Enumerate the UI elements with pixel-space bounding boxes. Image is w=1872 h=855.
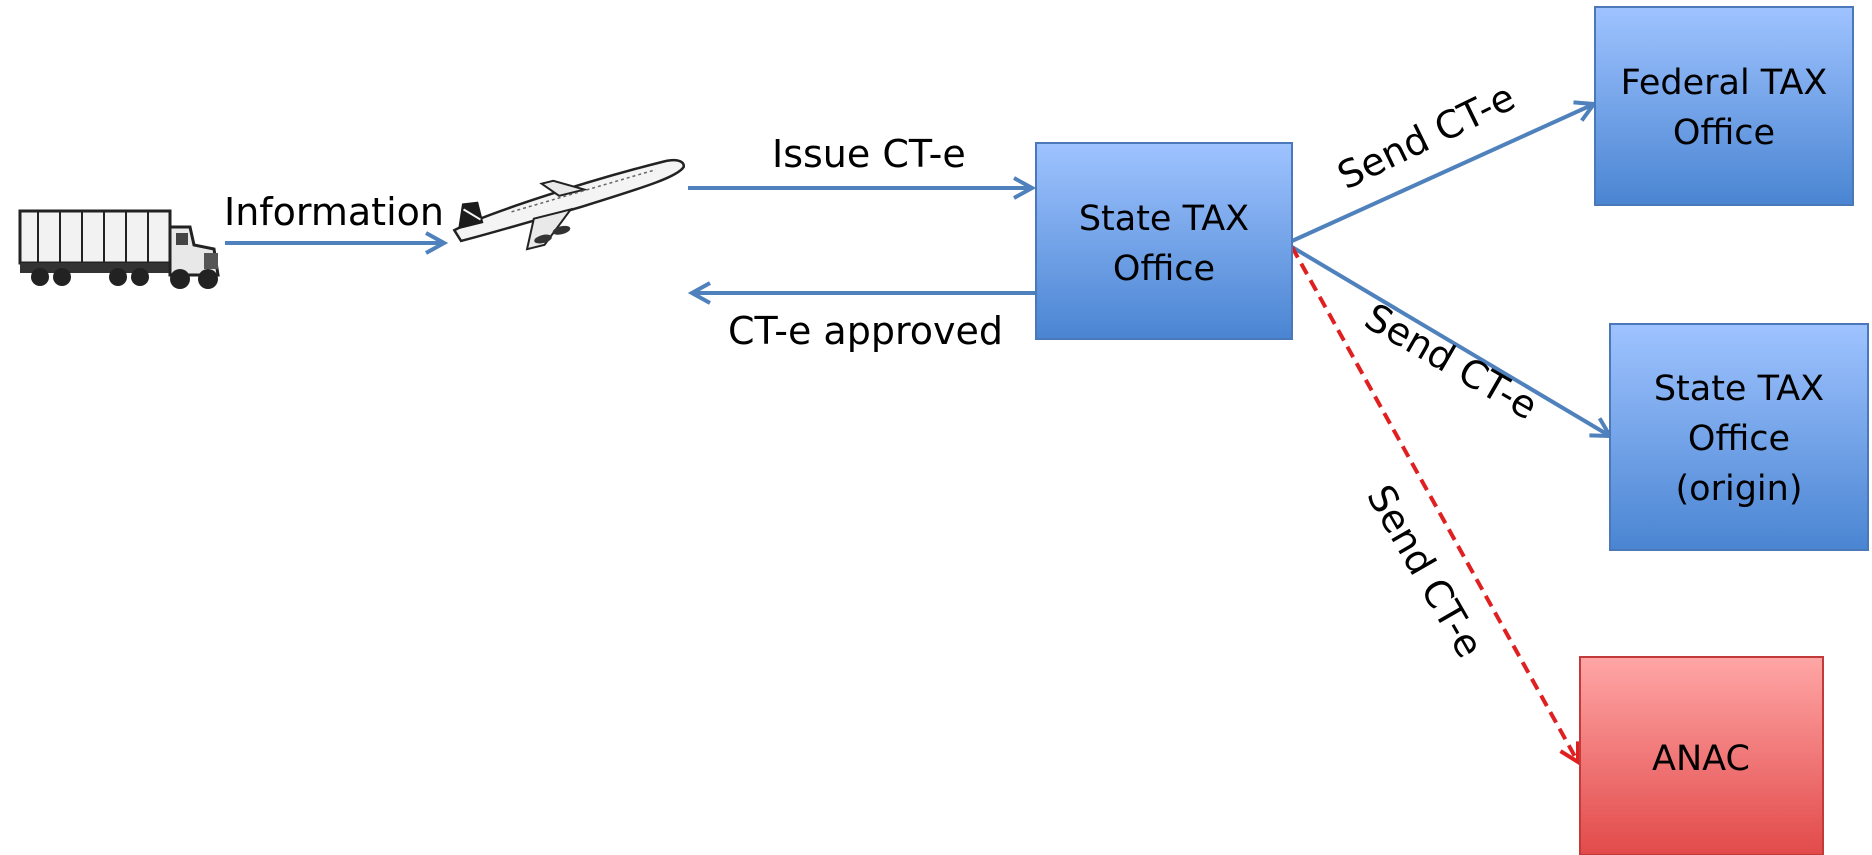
send-origin-arrow — [1290, 245, 1610, 436]
send-origin-label: Send CT-e — [1358, 295, 1546, 429]
information-label: Information — [224, 190, 444, 234]
send-anac-arrow — [1290, 246, 1578, 762]
state-tax-office-origin-line2: Office — [1688, 419, 1790, 459]
state-tax-office-origin-box: State TAX Office (origin) — [1609, 323, 1869, 551]
state-tax-office-line2: Office — [1113, 249, 1215, 289]
state-tax-office-origin-line1: State TAX — [1654, 369, 1824, 409]
issue-cte-label: Issue CT-e — [772, 132, 966, 176]
anac-label: ANAC — [1652, 739, 1750, 779]
state-tax-office-line1: State TAX — [1079, 199, 1249, 239]
airplane-icon — [452, 158, 686, 251]
truck-icon — [18, 209, 220, 289]
federal-tax-office-line2: Office — [1673, 113, 1775, 153]
send-federal-arrow — [1291, 104, 1594, 243]
state-tax-office-box: State TAX Office — [1035, 142, 1293, 340]
cte-approved-label: CT-e approved — [728, 309, 1003, 353]
state-tax-office-origin-line3: (origin) — [1676, 469, 1803, 509]
federal-tax-office-line1: Federal TAX — [1621, 63, 1828, 103]
anac-box: ANAC — [1579, 656, 1824, 855]
federal-tax-office-box: Federal TAX Office — [1594, 6, 1854, 206]
